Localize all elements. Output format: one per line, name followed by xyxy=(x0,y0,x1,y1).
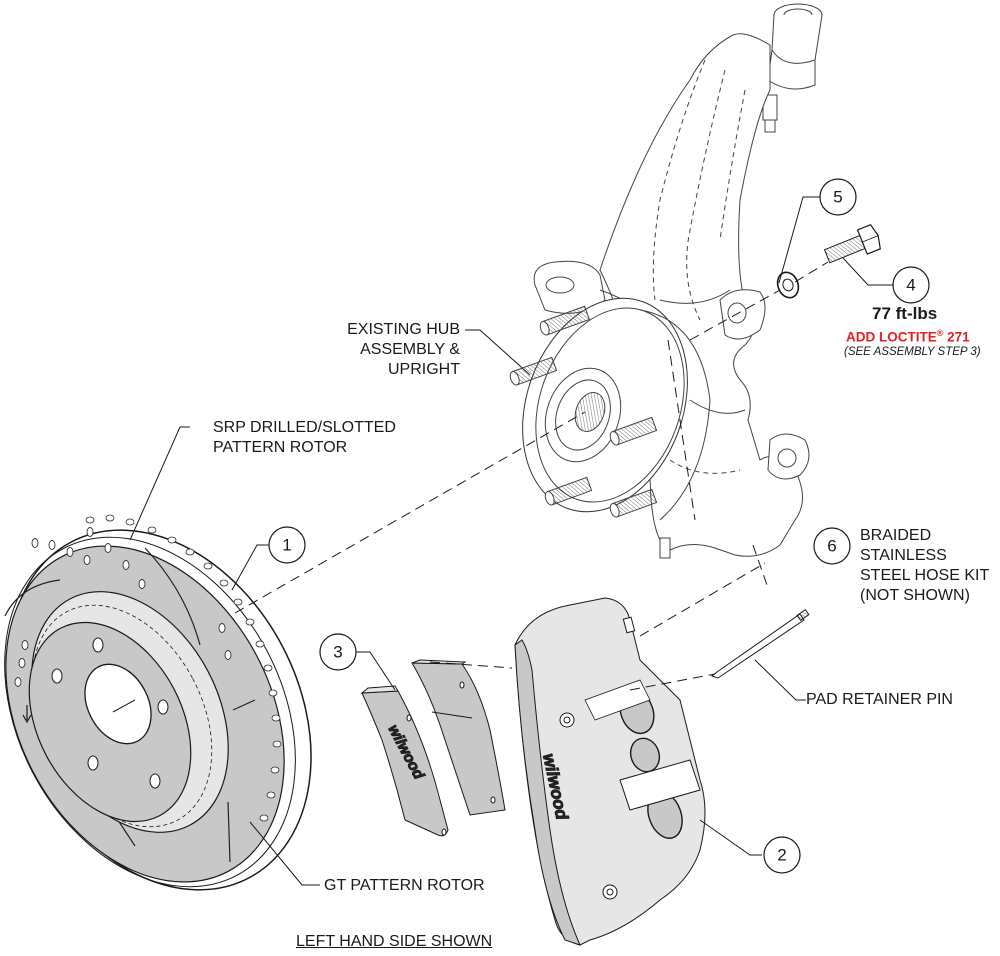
svg-text:5: 5 xyxy=(833,188,842,207)
leader-lines xyxy=(129,196,893,886)
registered-mark: ® xyxy=(936,328,944,338)
leader-2 xyxy=(699,819,762,856)
srp-label-line2: PATTERN ROTOR xyxy=(213,439,348,456)
assembly-centerlines xyxy=(234,261,829,691)
pad-retainer-pin-part xyxy=(710,608,810,679)
loctite-prefix: ADD LOCTITE xyxy=(846,329,937,345)
rotor-lug-holes xyxy=(51,637,169,789)
hub-flange xyxy=(522,297,711,521)
footer-note: LEFT HAND SIDE SHOWN xyxy=(296,933,493,950)
caliper-part: wilwood xyxy=(514,597,706,946)
rotor-part xyxy=(4,514,312,891)
callout-6: 6 xyxy=(813,527,851,565)
leader-srp xyxy=(129,426,190,541)
svg-text:2: 2 xyxy=(777,846,786,865)
brake-pads-part: wilwood xyxy=(360,659,506,837)
callout-2: 2 xyxy=(763,836,801,874)
hose-label-line1: BRAIDED xyxy=(860,527,932,544)
rotor-vents xyxy=(85,514,282,822)
caliper-mount-upper xyxy=(719,289,766,340)
srp-rotor-label: SRP DRILLED/SLOTTED PATTERN ROTOR xyxy=(213,418,396,458)
callout-5: 5 xyxy=(819,178,857,216)
wheel-studs xyxy=(509,305,658,518)
leader-pin xyxy=(754,659,806,701)
hub-assembly-label: EXISTING HUB ASSEMBLY & UPRIGHT xyxy=(320,320,460,380)
hub-label-line2: ASSEMBLY & xyxy=(360,341,460,358)
leader-gt xyxy=(249,821,320,886)
svg-text:6: 6 xyxy=(827,537,836,556)
hub-label-line1: EXISTING HUB xyxy=(347,321,460,338)
svg-text:4: 4 xyxy=(906,276,915,295)
leader-5 xyxy=(778,196,820,284)
callout-4: 4 xyxy=(892,266,930,304)
assembly-step-note: (SEE ASSEMBLY STEP 3) xyxy=(844,346,981,358)
loctite-instruction: ADD LOCTITE® 271 xyxy=(846,328,970,345)
leader-4 xyxy=(842,257,893,286)
torque-spec: 77 ft-lbs xyxy=(872,304,938,323)
rotor-drill-holes xyxy=(14,527,232,687)
washer-part xyxy=(776,271,800,299)
hub-upright-assembly xyxy=(509,3,823,559)
hose-label-line4: (NOT SHOWN) xyxy=(860,587,970,604)
svg-text:3: 3 xyxy=(333,643,342,662)
hose-label-line3: STEEL HOSE KIT xyxy=(860,567,990,584)
leader-hub xyxy=(465,329,531,376)
svg-text:1: 1 xyxy=(282,536,291,555)
callout-1: 1 xyxy=(268,526,306,564)
leader-1 xyxy=(231,544,270,591)
ball-joint xyxy=(762,3,823,133)
callout-3: 3 xyxy=(319,633,357,671)
gt-rotor-label: GT PATTERN ROTOR xyxy=(324,877,485,894)
hose-kit-label: BRAIDED STAINLESS STEEL HOSE KIT (NOT SH… xyxy=(860,526,989,606)
srp-label-line1: SRP DRILLED/SLOTTED xyxy=(213,419,396,436)
hose-label-line2: STAINLESS xyxy=(860,547,947,564)
pad-retainer-pin-label: PAD RETAINER PIN xyxy=(806,691,953,708)
caliper-mount-lower xyxy=(767,433,810,480)
bolt-part xyxy=(823,223,881,264)
hub-label-line3: UPRIGHT xyxy=(388,361,460,378)
loctite-suffix: 271 xyxy=(943,329,970,345)
leader-3 xyxy=(356,651,396,691)
